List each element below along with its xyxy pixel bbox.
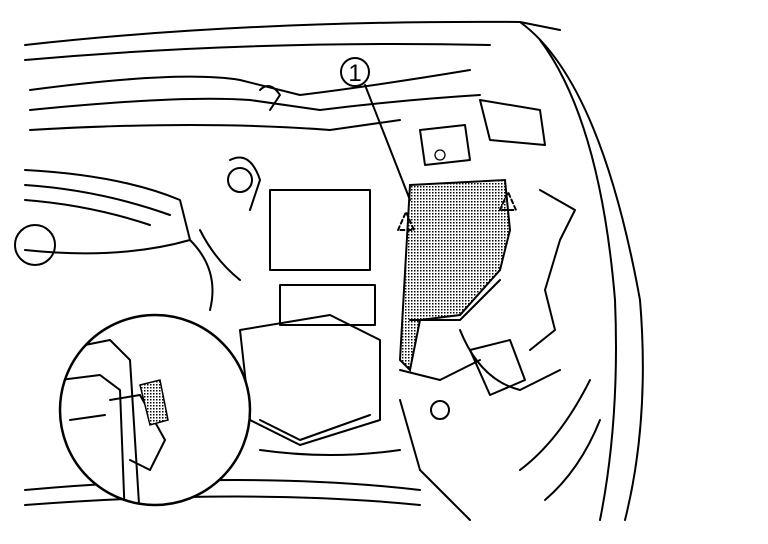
recycle-mark-icon: [397, 191, 517, 231]
callout-1: 1: [340, 57, 411, 201]
detail-inset: [58, 313, 252, 507]
engine-cover: [14, 169, 214, 311]
clip-detail: [139, 379, 169, 426]
front-bumper: [24, 449, 421, 506]
callout-label: 1: [348, 60, 361, 87]
fuse-box-cover: [398, 178, 512, 373]
right-components: [399, 124, 601, 521]
hood-outline: [24, 20, 644, 521]
